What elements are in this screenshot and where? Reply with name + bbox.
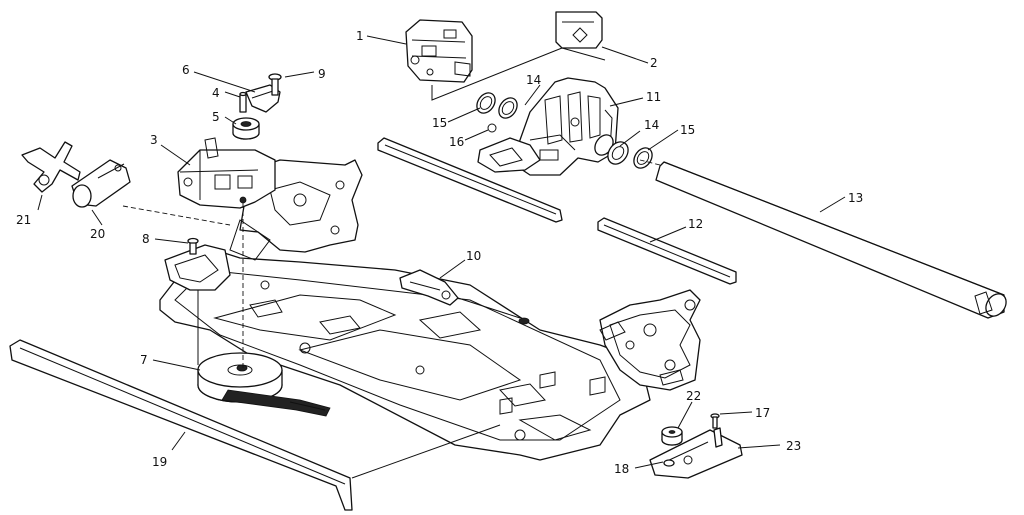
part-5-gear [232, 117, 260, 140]
part-15-ring-right [633, 147, 653, 169]
part-10-link [399, 269, 530, 325]
label-part-9: 9 [318, 67, 326, 81]
part-14-ring-left [498, 97, 518, 119]
label-part-18: 18 [614, 462, 629, 476]
part-21-clip [21, 141, 81, 193]
part-18-washer [663, 459, 675, 467]
timing-belt-long [377, 137, 563, 223]
label-part-12: 12 [688, 217, 703, 231]
part-20-sensor [71, 159, 131, 208]
part-7-motor [197, 352, 331, 417]
part-16-bracket [477, 123, 541, 173]
label-part-11: 11 [646, 90, 661, 104]
label-part-10: 10 [466, 249, 481, 263]
label-part-14-left: 14 [526, 73, 541, 87]
assembly-lines [122, 47, 661, 479]
part-1-print-head [405, 19, 473, 83]
part-2-cover-plate [555, 11, 603, 49]
label-part-15-right: 15 [680, 123, 695, 137]
part-15-ring-left [476, 92, 496, 114]
label-part-13: 13 [848, 191, 863, 205]
part-17-screw [710, 413, 720, 429]
part-8-screw [187, 237, 199, 255]
label-part-23: 23 [786, 439, 801, 453]
label-part-5: 5 [212, 110, 220, 124]
label-part-8: 8 [142, 232, 150, 246]
label-part-14-right: 14 [644, 118, 659, 132]
label-part-7: 7 [140, 353, 148, 367]
part-14-sleeve-right [594, 134, 629, 165]
label-part-17: 17 [755, 406, 770, 420]
label-part-2: 2 [650, 56, 658, 70]
part-22-roller [661, 426, 683, 446]
label-part-19: 19 [152, 455, 167, 469]
label-part-16: 16 [449, 135, 464, 149]
part-13-guide-shaft [655, 161, 1007, 319]
chassis-frame [159, 249, 701, 461]
left-bracket [164, 244, 231, 291]
part-9-screw [268, 73, 282, 96]
part-4-pin [239, 91, 247, 113]
label-part-21: 21 [16, 213, 31, 227]
label-part-6: 6 [182, 63, 190, 77]
part-23-bracket [649, 427, 743, 479]
label-part-4: 4 [212, 86, 220, 100]
label-part-22: 22 [686, 389, 701, 403]
part-19-front-rail [9, 339, 353, 511]
callout-leaders [37, 35, 846, 469]
label-part-3: 3 [150, 133, 158, 147]
label-part-1: 1 [356, 29, 364, 43]
part-number-labels: 1 2 3 4 5 6 7 8 9 10 11 12 13 14 14 15 1… [16, 29, 863, 476]
part-12-belt [597, 217, 737, 285]
label-part-15-left: 15 [432, 116, 447, 130]
label-part-20: 20 [90, 227, 105, 241]
part-3-gear-housing [177, 137, 276, 209]
